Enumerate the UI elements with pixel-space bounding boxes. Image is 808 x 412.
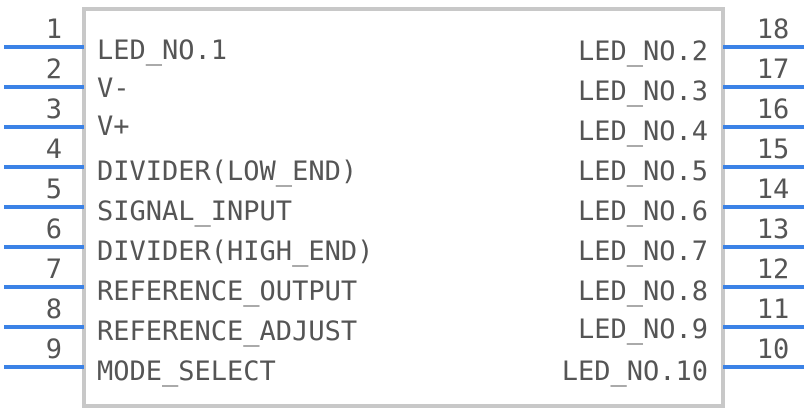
pin-label-6: DIVIDER(HIGH_END) [97,236,374,267]
pin-number-6: 6 [45,214,62,245]
pin-number-17: 17 [756,54,790,85]
pin-label-10: LED_NO.10 [561,356,708,387]
pin-number-16: 16 [756,94,790,125]
pin-label-17: LED_NO.3 [577,76,708,107]
pin-number-11: 11 [756,294,790,325]
pin-label-18: LED_NO.2 [577,36,708,67]
pin-number-4: 4 [45,134,62,165]
pin-label-11: LED_NO.9 [577,314,708,345]
pin-label-4: DIVIDER(LOW_END) [97,156,358,187]
pin-lines [4,45,804,369]
pin-number-5: 5 [45,174,62,205]
pin-number-18: 18 [756,14,790,45]
pin-number-14: 14 [756,174,790,205]
pin-number-13: 13 [756,214,790,245]
pin-label-13: LED_NO.7 [577,236,708,267]
pin-label-15: LED_NO.5 [577,156,708,187]
pin-label-1: LED_NO.1 [97,35,228,66]
pin-number-9: 9 [45,334,62,365]
pin-number-7: 7 [45,254,62,285]
pin-label-7: REFERENCE_OUTPUT [97,276,358,307]
pin-number-12: 12 [756,254,790,285]
pin-number-3: 3 [45,94,62,125]
pin-label-8: REFERENCE_ADJUST [97,316,358,347]
pin-label-12: LED_NO.8 [577,276,708,307]
pin-label-14: LED_NO.6 [577,196,708,227]
pin-label-9: MODE_SELECT [97,356,276,387]
pin-number-8: 8 [45,294,62,325]
pin-number-15: 15 [756,134,790,165]
pin-label-2: V- [97,73,130,104]
pin-label-3: V+ [97,111,130,142]
pin-number-1: 1 [45,14,62,45]
pin-number-2: 2 [45,54,62,85]
pin-number-10: 10 [756,334,790,365]
pin-label-5: SIGNAL_INPUT [97,196,293,227]
pin-label-16: LED_NO.4 [577,116,708,147]
